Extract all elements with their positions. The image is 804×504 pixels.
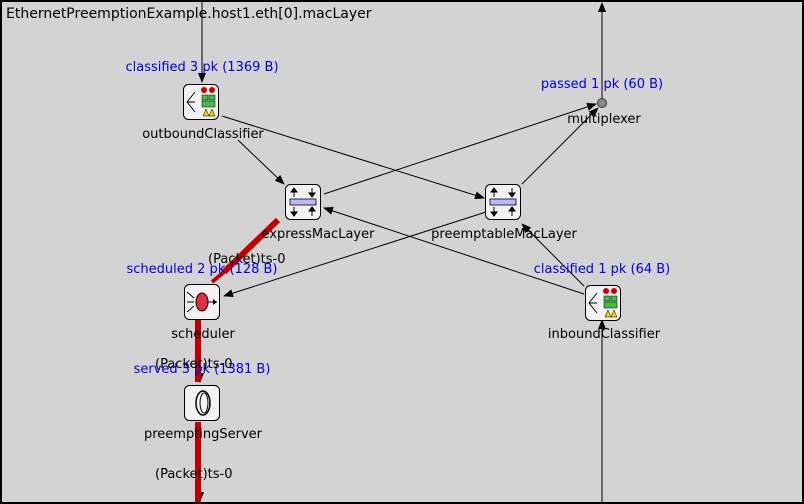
outbound-classifier-label: outboundClassifier <box>142 127 264 142</box>
join-dot-icon[interactable] <box>597 98 607 108</box>
inbound-classifier-label: inboundClassifier <box>547 327 661 342</box>
preempting-server-label: preemptingServer <box>143 427 263 442</box>
packet-label: (Packet)ts-0 <box>155 357 233 372</box>
server-icon <box>184 385 220 421</box>
classifier-icon <box>183 84 219 120</box>
compound-module-icon <box>485 184 521 220</box>
wire-preemptable-to-multiplexer <box>521 107 599 185</box>
scheduler-label: scheduler <box>171 327 235 342</box>
preempting-server-module[interactable] <box>184 385 220 421</box>
multiplexer-stat: passed 1 pk (60 B) <box>540 77 664 92</box>
scheduler-stat: scheduled 2 pk (128 B) <box>126 262 278 277</box>
scheduler-module[interactable] <box>184 284 220 320</box>
preempting-server-stat: served 3 pk (1381 B) <box>133 362 271 377</box>
wire-express-to-multiplexer <box>323 103 597 195</box>
compound-module-icon <box>285 184 321 220</box>
packet-label: (Packet)ts-0 <box>155 467 233 482</box>
packet-label: (Packet)ts-0 <box>208 252 286 267</box>
outbound-classifier-module[interactable] <box>183 84 219 120</box>
wire-preemptable-to-scheduler <box>223 211 487 298</box>
express-mac-layer-module[interactable] <box>285 184 321 220</box>
packet-flow-express-to-scheduler-tip <box>210 270 226 284</box>
classifier-icon <box>585 285 621 321</box>
inbound-classifier-stat: classified 1 pk (64 B) <box>533 262 671 277</box>
wire-outbound-to-preemptable <box>221 115 485 200</box>
preemptable-mac-layer-label: preemptableMacLayer <box>431 227 577 242</box>
preemptable-mac-layer-module[interactable] <box>485 184 521 220</box>
inbound-classifier-module[interactable] <box>585 285 621 321</box>
window-title: EthernetPreemptionExample.host1.eth[0].m… <box>6 6 372 22</box>
outbound-classifier-stat: classified 3 pk (1369 B) <box>125 60 279 75</box>
wire-inbound-to-preemptable <box>521 223 585 287</box>
wire-outbound-to-express <box>237 139 285 185</box>
multiplexer-label: multiplexer <box>567 112 641 127</box>
packet-flow-express-to-scheduler <box>221 217 281 275</box>
express-mac-layer-label: expressMacLayer <box>261 227 375 242</box>
wire-inbound-to-express <box>323 207 585 295</box>
scheduler-icon <box>184 284 220 320</box>
